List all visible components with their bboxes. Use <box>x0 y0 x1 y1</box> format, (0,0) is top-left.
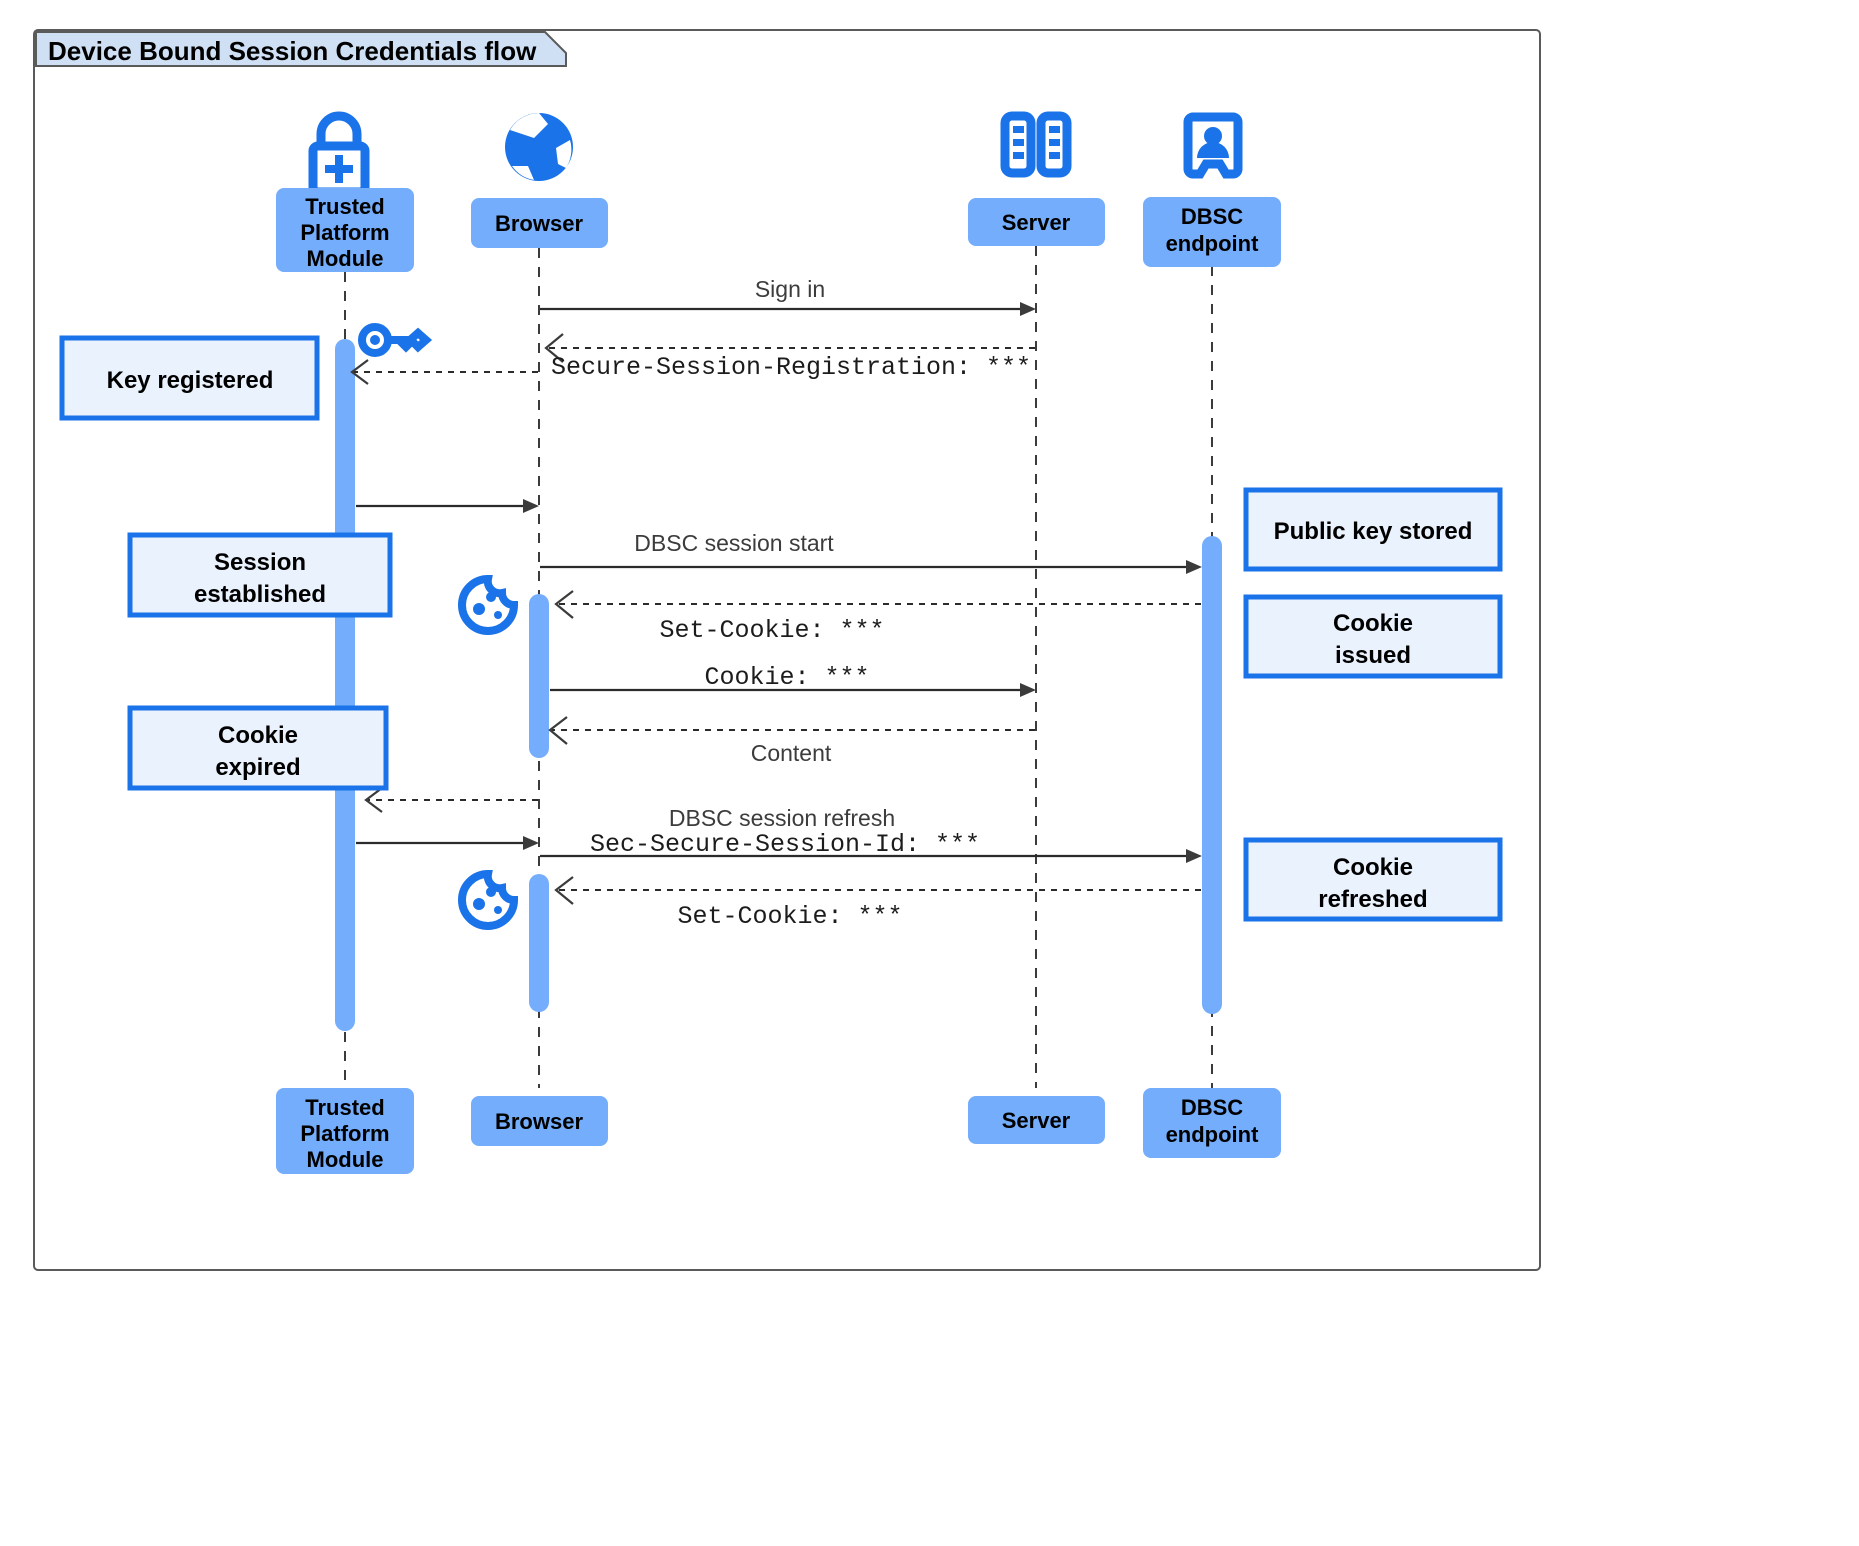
cookie-icon <box>458 574 519 635</box>
participant-label-line: DBSC <box>1181 204 1243 229</box>
participant-label-line: Trusted <box>305 194 384 219</box>
message-set-cookie-1: Set-Cookie: *** <box>554 590 1201 645</box>
participant-box[interactable] <box>276 1088 414 1174</box>
note-key-registered: Key registered <box>59 335 320 421</box>
message-set-cookie-2: Set-Cookie: *** <box>554 876 1201 931</box>
note-text-line: Session <box>214 549 306 576</box>
participant-dbsc-bottom[interactable]: DBSC endpoint <box>1143 1088 1281 1158</box>
activation-bar-tpm <box>335 339 355 1031</box>
activation-bar-dbsc <box>1202 536 1222 1014</box>
participant-dbsc-top[interactable]: DBSC endpoint <box>1143 197 1281 267</box>
participant-label-line: endpoint <box>1166 231 1260 256</box>
server-rack-icon <box>1000 111 1072 178</box>
note-cookie-refreshed: Cookie refreshed <box>1243 837 1503 922</box>
note-public-key-stored: Public key stored <box>1243 487 1503 572</box>
participant-tpm-bottom[interactable]: Trusted Platform Module <box>276 1088 414 1174</box>
note-session-established: Session established <box>127 532 393 618</box>
participant-label-line: Server <box>1002 1108 1071 1133</box>
message-sign-in: Sign in <box>540 276 1036 316</box>
participant-label-line: Platform <box>300 220 389 245</box>
id-badge-icon <box>1183 112 1243 179</box>
activation-bar-browser-2 <box>529 874 549 1012</box>
participant-label-line: Browser <box>495 211 583 236</box>
note-text-line: expired <box>215 754 300 781</box>
note-box <box>127 705 389 791</box>
note-text-line: refreshed <box>1318 886 1427 913</box>
message-label: Cookie: *** <box>704 663 869 692</box>
message-label: Set-Cookie: *** <box>677 902 902 931</box>
message-dbsc-session-refresh: DBSC session refresh Sec-Secure-Session-… <box>356 805 1202 863</box>
message-label: Set-Cookie: *** <box>659 616 884 645</box>
message-browser-to-tpm <box>364 787 538 813</box>
participant-server-bottom[interactable]: Server <box>968 1096 1105 1144</box>
participant-label-line: Browser <box>495 1109 583 1134</box>
message-label: DBSC session refresh <box>669 805 895 831</box>
note-text-line: issued <box>1335 642 1411 669</box>
note-box <box>1243 487 1503 572</box>
note-text-line: Key registered <box>107 367 274 394</box>
note-text-line: Public key stored <box>1274 518 1473 545</box>
participant-box[interactable] <box>471 1096 608 1146</box>
participant-label-line: Server <box>1002 210 1071 235</box>
participant-box[interactable] <box>1143 197 1281 267</box>
cookie-icon <box>458 869 519 930</box>
note-text-line: Cookie <box>218 722 298 749</box>
message-registration-to-tpm <box>350 359 538 385</box>
participant-browser-top[interactable]: Browser <box>471 198 608 248</box>
note-box <box>1243 837 1503 922</box>
message-cookie: Cookie: *** <box>550 663 1036 697</box>
note-text-line: established <box>194 581 326 608</box>
participant-server-top[interactable]: Server <box>968 198 1105 246</box>
note-box <box>59 335 320 421</box>
note-text-line: Cookie <box>1333 610 1413 637</box>
participant-box[interactable] <box>276 188 414 272</box>
frame-title-text: Device Bound Session Credentials flow <box>48 36 537 66</box>
message-dbsc-session-start: DBSC session start <box>540 530 1202 574</box>
participant-box[interactable] <box>968 1096 1105 1144</box>
message-label: DBSC session start <box>634 530 834 556</box>
participant-label-line: Platform <box>300 1121 389 1146</box>
participant-label-line: endpoint <box>1166 1122 1260 1147</box>
note-text-line: Cookie <box>1333 854 1413 881</box>
frame-title-tab <box>35 31 567 67</box>
participant-browser-bottom[interactable]: Browser <box>471 1096 608 1146</box>
message-label: Sign in <box>755 276 825 302</box>
note-cookie-issued: Cookie issued <box>1243 594 1503 679</box>
message-label: Content <box>751 740 832 766</box>
note-cookie-expired: Cookie expired <box>127 705 389 791</box>
participant-label-line: Module <box>307 246 384 271</box>
message-secure-session-registration: Secure-Session-Registration: *** <box>544 333 1035 382</box>
activation-bar-browser-1 <box>529 594 549 758</box>
globe-icon <box>505 113 573 181</box>
participant-label-line: Module <box>307 1147 384 1172</box>
participant-label-line: DBSC <box>1181 1095 1243 1120</box>
note-box <box>127 532 393 618</box>
participant-box[interactable] <box>1143 1088 1281 1158</box>
message-content: Content <box>548 716 1035 766</box>
participant-box[interactable] <box>471 198 608 248</box>
note-box <box>1243 594 1503 679</box>
key-icon <box>358 323 433 357</box>
message-label: Sec-Secure-Session-Id: *** <box>590 830 980 859</box>
participant-label-line: Trusted <box>305 1095 384 1120</box>
participant-box[interactable] <box>968 198 1105 246</box>
participant-tpm-top[interactable]: Trusted Platform Module <box>276 188 414 272</box>
message-label: Secure-Session-Registration: *** <box>551 353 1031 382</box>
message-tpm-to-browser <box>356 499 539 513</box>
